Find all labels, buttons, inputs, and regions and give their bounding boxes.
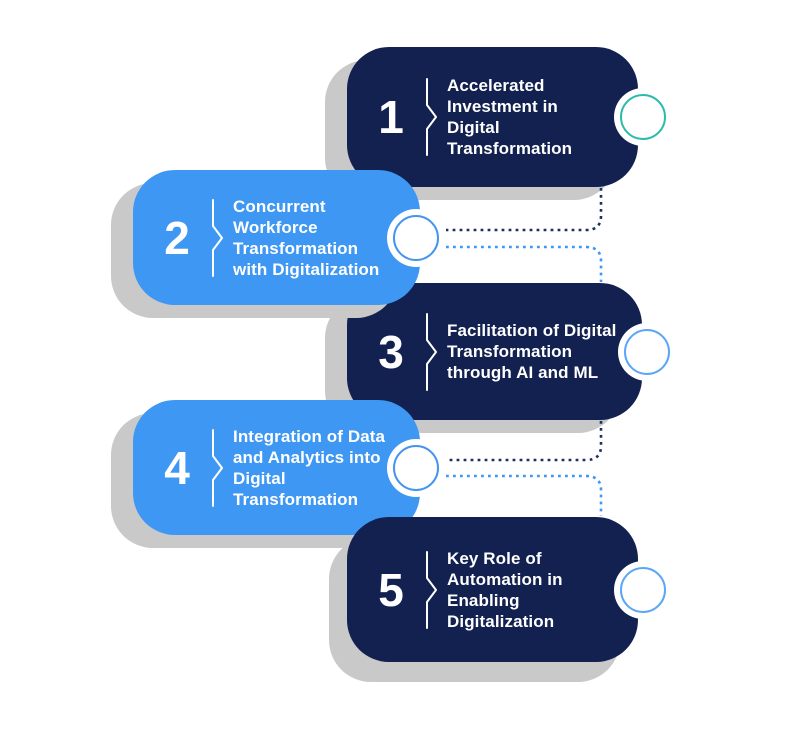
card-2-title: Concurrent Workforce Transformation with… [233, 196, 380, 279]
card-1-circle-icon [620, 94, 666, 140]
connector-2-to-3-icon [446, 245, 603, 282]
card-3-content: 3 Facilitation of Digital Transformation… [347, 312, 616, 392]
card-4-title: Integration of Data and Analytics into D… [233, 426, 386, 509]
card-2-number: 2 [164, 211, 190, 264]
brace-divider-icon [426, 78, 437, 156]
card-2: 2 Concurrent Workforce Transformation wi… [111, 170, 445, 318]
card-3-circle-icon [624, 328, 670, 375]
card-2-body: 2 Concurrent Workforce Transformation wi… [133, 170, 445, 305]
brace-divider-icon [212, 428, 223, 507]
card-3: 3 Facilitation of Digital Transformation… [325, 283, 676, 433]
card-5-number: 5 [378, 563, 404, 616]
card-4-circle-icon [393, 444, 439, 491]
card-5: 5 Key Role of Automation in Enabling Dig… [329, 517, 672, 682]
card-3-title: Facilitation of Digital Transformation t… [447, 321, 617, 382]
card-3-number: 3 [378, 325, 404, 378]
card-2-circle-icon [393, 214, 439, 261]
card-1-title: Accelerated Investment in Digital Transf… [447, 76, 573, 158]
brace-divider-icon [212, 198, 223, 277]
card-4-number: 4 [164, 441, 190, 494]
card-1-body: 1 Accelerated Investment in Digital Tran… [347, 47, 672, 187]
card-5-body: 5 Key Role of Automation in Enabling Dig… [347, 517, 672, 662]
connector-4-to-5-icon [446, 474, 603, 516]
brace-divider-icon [426, 312, 437, 391]
card-5-title: Key Role of Automation in Enabling Digit… [447, 548, 563, 631]
card-4-content: 4 Integration of Data and Analytics into… [133, 426, 385, 510]
card-4-body: 4 Integration of Data and Analytics into… [133, 400, 445, 535]
card-5-circle-icon [620, 566, 666, 613]
card-4: 4 Integration of Data and Analytics into… [111, 400, 445, 548]
card-2-content: 2 Concurrent Workforce Transformation wi… [133, 196, 379, 280]
card-3-body: 3 Facilitation of Digital Transformation… [347, 283, 676, 420]
brace-divider-icon [426, 550, 437, 629]
card-1-content: 1 Accelerated Investment in Digital Tran… [347, 75, 572, 159]
card-1-number: 1 [378, 91, 404, 143]
card-1: 1 Accelerated Investment in Digital Tran… [325, 47, 672, 200]
card-5-content: 5 Key Role of Automation in Enabling Dig… [347, 548, 563, 632]
